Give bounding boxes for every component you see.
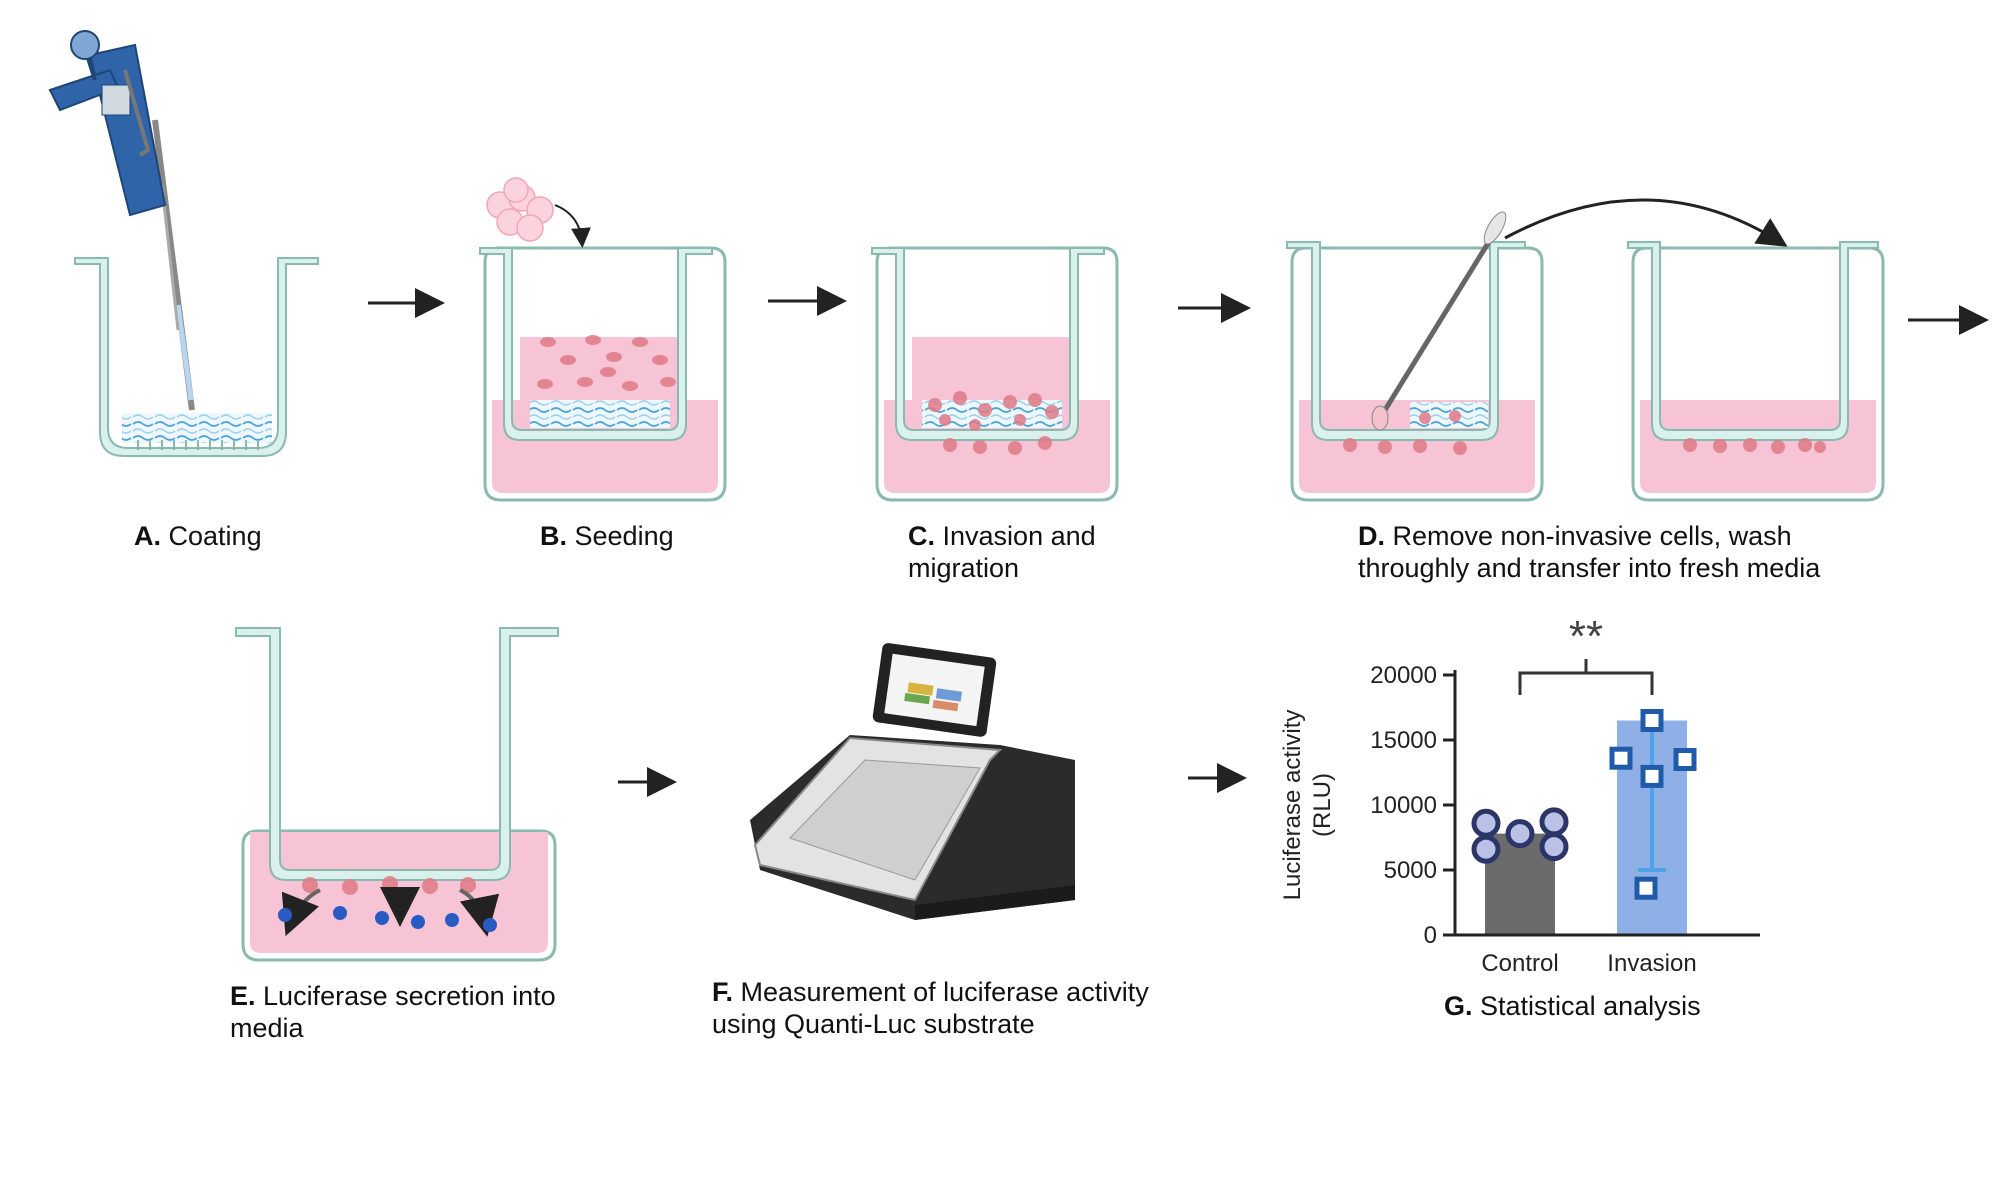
y-tick-label: 5000 (1384, 857, 1437, 884)
step-f-label: F. Measurement of luciferase activity us… (712, 977, 1149, 1039)
step-d-label: D. Remove non-invasive cells, wash throu… (1358, 521, 1821, 583)
data-point-invasion (1640, 709, 1664, 732)
x-tick-label: Invasion (1607, 950, 1696, 977)
well-d1 (1286, 241, 1544, 502)
well-d2 (1627, 241, 1885, 502)
data-point-invasion (1634, 876, 1658, 900)
data-point-control (1539, 832, 1569, 862)
significance-bracket (1518, 659, 1654, 695)
data-point-control (1471, 834, 1501, 864)
data-point-invasion (1673, 748, 1697, 771)
cotton-swab-icon (1371, 211, 1507, 431)
cell-cluster-icon (486, 177, 591, 248)
step-c-label: C. Invasion and migration (908, 521, 1096, 583)
transfer-arrow (1504, 198, 1788, 247)
well-c (871, 246, 1119, 502)
y-axis-label-unit: (RLU) (1309, 773, 1336, 837)
data-point-control (1505, 819, 1535, 849)
well-a (74, 257, 319, 457)
pipette-icon (48, 30, 195, 411)
secreted-luciferase (278, 906, 497, 932)
data-point-invasion (1640, 764, 1664, 788)
step-e-label: E. Luciferase secretion into media (230, 981, 556, 1043)
step-g-label: G. Statistical analysis (1444, 991, 1701, 1021)
y-tick-label: 20000 (1370, 662, 1437, 689)
x-tick-label: Control (1481, 950, 1558, 977)
data-point-control (1539, 807, 1569, 837)
data-point-invasion (1609, 746, 1633, 770)
matrix-coating (122, 413, 272, 443)
data-point-control (1471, 808, 1501, 838)
well-e (235, 627, 559, 962)
y-axis-label: Luciferase activity (1279, 710, 1306, 901)
y-tick-label: 15000 (1370, 727, 1437, 754)
step-a-label: A. Coating (134, 521, 262, 551)
y-tick-label: 10000 (1370, 792, 1437, 819)
well-b (479, 246, 727, 502)
significance-label: ** (1569, 612, 1603, 661)
y-tick-label: 0 (1424, 922, 1437, 949)
step-b-label: B. Seeding (540, 521, 674, 551)
plate-reader-icon (750, 643, 1075, 920)
